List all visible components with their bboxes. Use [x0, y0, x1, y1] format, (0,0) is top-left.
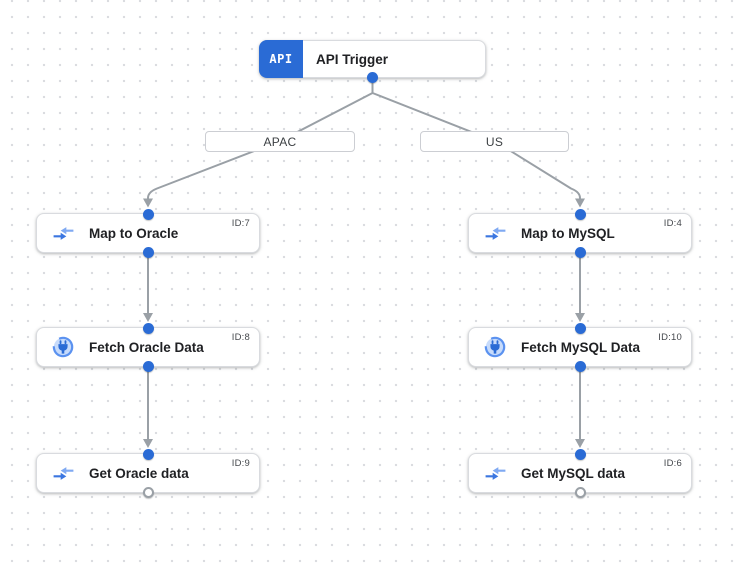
edge-branch-apac [147, 92, 373, 199]
input-port[interactable] [574, 448, 586, 460]
mapping-icon [483, 461, 507, 485]
connector-icon [483, 335, 507, 359]
task-id: ID:7 [231, 218, 250, 229]
input-port[interactable] [574, 322, 586, 334]
input-port[interactable] [142, 448, 154, 460]
task-node-get-oracle-data[interactable]: ID:9 Get Oracle data [36, 448, 260, 498]
task-node-fetch-oracle-data[interactable]: ID:8 Fetch Oracle Data [36, 322, 260, 372]
api-icon: API [259, 40, 303, 78]
task-id: ID:6 [663, 458, 682, 469]
task-id: ID:4 [663, 218, 682, 229]
edge-branch-us [372, 92, 581, 199]
task-node-fetch-mysql-data[interactable]: ID:10 Fetch MySQL Data [468, 322, 692, 372]
output-port[interactable] [142, 360, 154, 372]
task-label: Get MySQL data [521, 465, 626, 481]
trigger-label: API Trigger [316, 51, 389, 67]
mapping-icon [51, 461, 75, 485]
arrowhead-icon [575, 198, 585, 208]
task-label: Fetch Oracle Data [89, 339, 204, 355]
edge-label-text: APAC [263, 134, 297, 149]
arrowhead-icon [575, 313, 585, 322]
task-node-map-to-mysql[interactable]: ID:4 Map to MySQL [468, 208, 692, 258]
mapping-icon [483, 221, 507, 245]
output-port[interactable] [367, 71, 378, 83]
output-port[interactable] [142, 246, 154, 258]
edge-label-apac: APAC [205, 131, 355, 152]
task-id: ID:8 [231, 332, 250, 343]
edge-label-text: US [485, 134, 504, 149]
task-node-map-to-oracle[interactable]: ID:7 Map to Oracle [36, 208, 260, 258]
arrowhead-icon [143, 198, 153, 208]
task-node-get-mysql-data[interactable]: ID:6 Get MySQL data [468, 448, 692, 498]
input-port[interactable] [574, 208, 586, 220]
output-port-empty[interactable] [574, 486, 586, 498]
connector-icon [51, 335, 75, 359]
arrowhead-icon [575, 439, 585, 448]
task-id: ID:10 [658, 332, 682, 343]
task-label: Map to MySQL [521, 225, 615, 241]
output-port[interactable] [574, 360, 586, 372]
task-label: Fetch MySQL Data [521, 339, 641, 355]
output-port-empty[interactable] [142, 486, 154, 498]
trigger-node-api-trigger[interactable]: API API Trigger [259, 40, 486, 83]
task-label: Get Oracle data [89, 465, 189, 481]
arrowhead-icon [143, 313, 153, 322]
input-port[interactable] [142, 208, 154, 220]
arrowhead-icon [143, 439, 153, 448]
task-id: ID:9 [231, 458, 250, 469]
task-label: Map to Oracle [89, 225, 179, 241]
edge-label-us: US [420, 131, 569, 152]
output-port[interactable] [574, 246, 586, 258]
mapping-icon [51, 221, 75, 245]
input-port[interactable] [142, 322, 154, 334]
